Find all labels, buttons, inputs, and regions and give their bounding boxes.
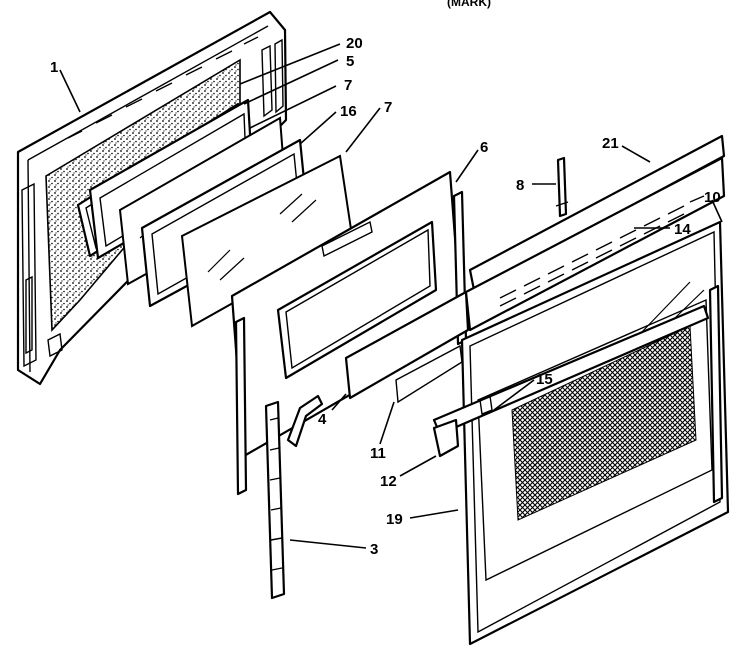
callout-10: 10 — [704, 189, 721, 206]
callout-11: 11 — [370, 445, 386, 462]
callout-21: 21 — [602, 135, 619, 152]
callout-7-outer: 7 — [384, 99, 392, 116]
leader-lines — [59, 43, 723, 549]
header-fragment: (MARK) — [447, 0, 491, 9]
callout-7-inner: 7 — [344, 77, 352, 94]
callouts: 1 20 5 7 16 7 6 21 8 10 14 15 4 11 12 19… — [50, 35, 721, 558]
callout-14: 14 — [674, 221, 691, 238]
callout-5: 5 — [346, 53, 354, 70]
part-3-side-trim — [264, 400, 286, 600]
part-14-vent-trim — [464, 156, 726, 332]
callout-6: 6 — [480, 139, 488, 156]
callout-3: 3 — [370, 541, 378, 558]
callout-12: 12 — [380, 473, 397, 490]
part-6-window-mask-panel — [230, 170, 468, 496]
part-21-top-trim — [468, 134, 726, 292]
part-8-bracket — [555, 156, 569, 218]
callout-16: 16 — [340, 103, 357, 120]
callout-1: 1 — [50, 59, 58, 76]
callout-8: 8 — [516, 177, 524, 194]
callout-4: 4 — [318, 411, 327, 428]
callout-15: 15 — [536, 371, 553, 388]
part-10-outer-door-glass — [432, 220, 730, 646]
callout-19: 19 — [386, 511, 403, 528]
callout-20: 20 — [346, 35, 363, 52]
